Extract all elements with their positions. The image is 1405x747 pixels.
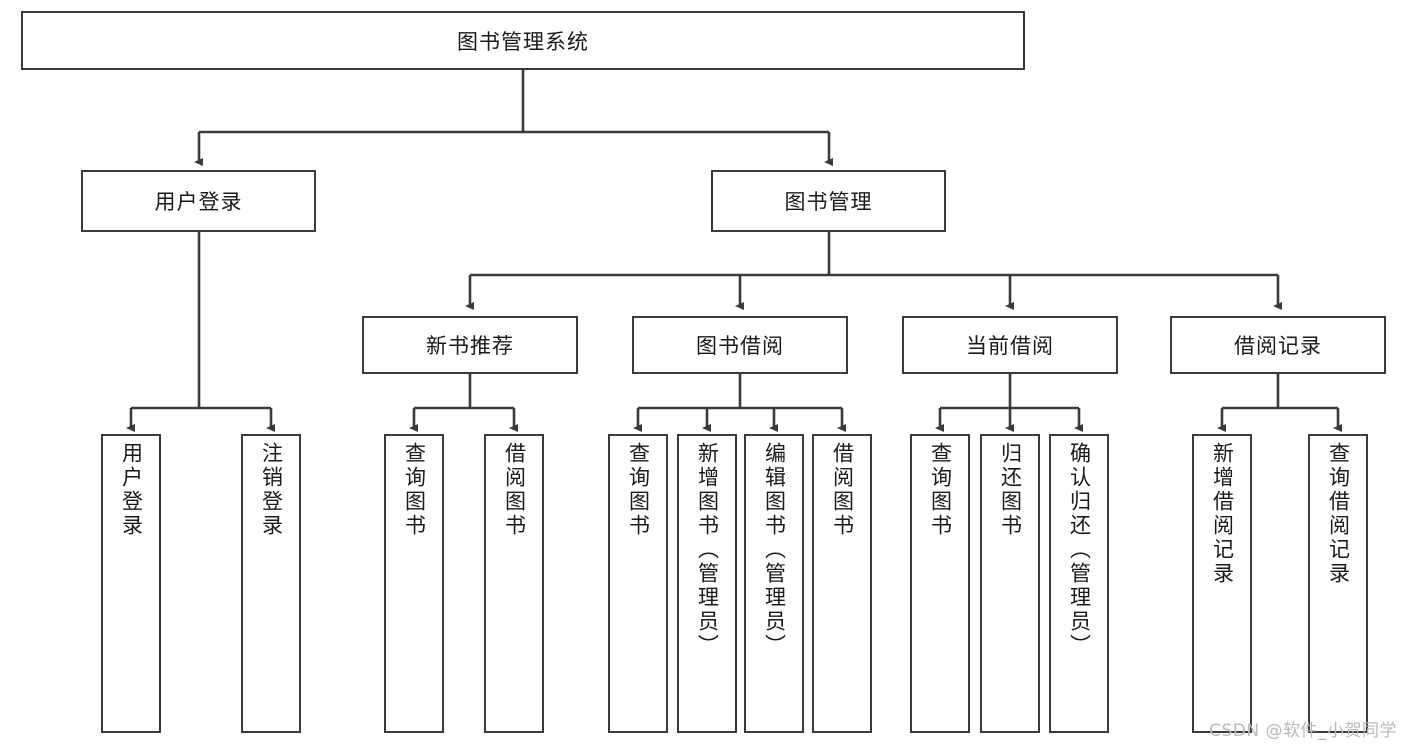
node-leaf-query-book-recommend-label: 查询图书 <box>402 442 427 538</box>
node-new-book-recommend[interactable]: 新书推荐 <box>362 316 578 374</box>
node-leaf-confirm-return-admin[interactable]: 确认归还（管理员） <box>1049 434 1109 733</box>
node-leaf-query-book-current-label: 查询图书 <box>928 442 953 538</box>
node-leaf-borrow-book-recommend[interactable]: 借阅图书 <box>484 434 544 733</box>
node-book-borrow[interactable]: 图书借阅 <box>632 316 848 374</box>
node-leaf-query-book-borrow[interactable]: 查询图书 <box>608 434 668 733</box>
node-leaf-return-book-label: 归还图书 <box>998 442 1023 538</box>
node-root-label: 图书管理系统 <box>457 29 589 54</box>
node-current-borrow[interactable]: 当前借阅 <box>902 316 1118 374</box>
node-book-management[interactable]: 图书管理 <box>711 170 946 232</box>
node-leaf-add-borrow-record[interactable]: 新增借阅记录 <box>1192 434 1252 733</box>
node-leaf-return-book[interactable]: 归还图书 <box>980 434 1040 733</box>
node-leaf-query-borrow-record[interactable]: 查询借阅记录 <box>1308 434 1368 733</box>
node-leaf-query-book-borrow-label: 查询图书 <box>626 442 651 538</box>
node-user-login[interactable]: 用户登录 <box>81 170 316 232</box>
node-leaf-edit-book-admin-label: 编辑图书（管理员） <box>762 442 787 658</box>
node-root[interactable]: 图书管理系统 <box>21 11 1025 70</box>
node-leaf-confirm-return-admin-label: 确认归还（管理员） <box>1067 442 1092 658</box>
node-leaf-logout[interactable]: 注销登录 <box>241 434 301 733</box>
node-book-borrow-label: 图书借阅 <box>696 334 784 358</box>
node-leaf-user-login[interactable]: 用户登录 <box>101 434 161 733</box>
node-leaf-logout-label: 注销登录 <box>259 442 284 538</box>
node-leaf-query-book-current[interactable]: 查询图书 <box>910 434 970 733</box>
node-borrow-record[interactable]: 借阅记录 <box>1170 316 1386 374</box>
node-leaf-add-borrow-record-label: 新增借阅记录 <box>1210 442 1235 586</box>
node-leaf-query-book-recommend[interactable]: 查询图书 <box>384 434 444 733</box>
node-leaf-user-login-label: 用户登录 <box>119 442 144 538</box>
node-leaf-borrow-book-recommend-label: 借阅图书 <box>502 442 527 538</box>
node-new-book-recommend-label: 新书推荐 <box>426 334 514 358</box>
node-user-login-label: 用户登录 <box>154 190 243 214</box>
node-leaf-borrow-book[interactable]: 借阅图书 <box>812 434 872 733</box>
node-leaf-borrow-book-label: 借阅图书 <box>830 442 855 538</box>
node-leaf-edit-book-admin[interactable]: 编辑图书（管理员） <box>744 434 804 733</box>
node-leaf-add-book-admin-label: 新增图书（管理员） <box>695 442 720 658</box>
node-leaf-query-borrow-record-label: 查询借阅记录 <box>1326 442 1351 586</box>
node-borrow-record-label: 借阅记录 <box>1234 334 1322 358</box>
node-current-borrow-label: 当前借阅 <box>966 334 1054 358</box>
node-book-management-label: 图书管理 <box>784 190 873 214</box>
node-leaf-add-book-admin[interactable]: 新增图书（管理员） <box>677 434 737 733</box>
